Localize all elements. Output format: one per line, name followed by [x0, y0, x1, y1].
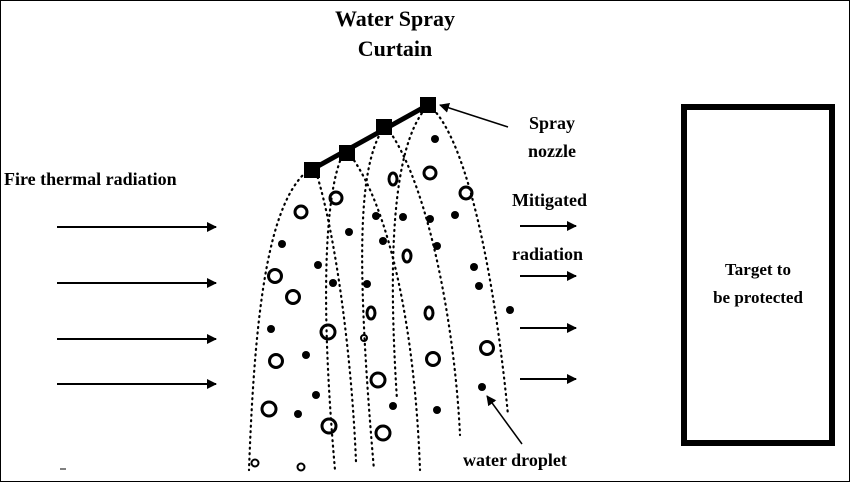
water-droplet	[433, 242, 441, 250]
target-label-line-2: be protected	[713, 288, 803, 307]
water-droplet	[372, 212, 380, 220]
water-droplet-label: water droplet	[463, 450, 567, 470]
water-droplet	[475, 282, 483, 290]
target-box	[681, 104, 835, 446]
spray-nozzle	[339, 145, 355, 161]
spray-nozzle	[304, 162, 320, 178]
water-droplet	[296, 462, 306, 472]
water-droplet	[260, 400, 278, 418]
water-droplet	[294, 410, 302, 418]
water-droplet	[458, 185, 474, 201]
water-droplet	[470, 263, 478, 271]
water-droplet	[401, 248, 413, 264]
water-droplet	[426, 215, 434, 223]
water-droplet	[506, 306, 514, 314]
water-droplet	[479, 340, 495, 356]
spray-envelope	[349, 154, 422, 472]
water-droplet	[387, 171, 399, 187]
water-droplet	[389, 402, 397, 410]
water-droplet	[365, 305, 377, 321]
target-label: Target to be protected	[681, 256, 835, 312]
water-droplet	[422, 165, 438, 181]
fire-thermal-radiation-label: Fire thermal radiation	[4, 169, 177, 189]
water-droplet	[399, 213, 407, 221]
spray-envelope	[388, 130, 462, 437]
water-droplet	[329, 279, 337, 287]
water-droplet	[451, 211, 459, 219]
water-droplet	[379, 237, 387, 245]
water-droplet	[278, 240, 286, 248]
spray-envelope	[391, 107, 427, 402]
water-droplet	[267, 325, 275, 333]
water-droplet	[314, 261, 322, 269]
water-droplet	[328, 190, 344, 206]
spray-envelope	[361, 130, 383, 472]
spray-envelope	[325, 154, 344, 472]
spray-nozzle	[376, 119, 392, 135]
water-droplet	[433, 406, 441, 414]
water-droplet	[345, 228, 353, 236]
spray-envelope	[314, 170, 358, 464]
spray-pipe	[309, 102, 430, 173]
water-droplet	[268, 353, 284, 369]
mitigated-radiation-label-line-2: radiation	[512, 244, 584, 264]
water-droplet	[250, 458, 260, 468]
water-droplet	[374, 424, 392, 442]
water-droplet	[312, 391, 320, 399]
water-droplet	[319, 323, 337, 341]
spray-nozzle-label-line-2: nozzle	[528, 141, 576, 161]
mitigated-radiation-label-line-1: Mitigated	[512, 190, 587, 210]
water-droplet	[425, 351, 441, 367]
diagram-title: Water Spray Curtain	[280, 4, 510, 64]
water-droplet	[431, 135, 439, 143]
spray-envelope	[431, 107, 510, 417]
water-droplet	[320, 417, 338, 435]
water-droplet	[302, 351, 310, 359]
target-label-line-1: Target to	[725, 260, 791, 279]
water-droplet	[369, 371, 387, 389]
water-droplet-callout-arrow	[486, 395, 523, 445]
spray-nozzle-label-line-1: Spray	[528, 113, 575, 133]
water-droplet	[478, 383, 486, 391]
spray-nozzle-callout-arrow	[439, 103, 509, 128]
title-line-2: Curtain	[357, 36, 433, 61]
water-droplet	[423, 305, 435, 321]
water-droplet	[285, 289, 301, 305]
water-droplet	[363, 280, 371, 288]
title-line-1: Water Spray	[335, 6, 455, 31]
water-droplet	[267, 268, 283, 284]
water-droplet	[360, 334, 368, 342]
spray-nozzle-label: Spray nozzle	[512, 109, 592, 165]
water-droplet	[293, 204, 309, 220]
